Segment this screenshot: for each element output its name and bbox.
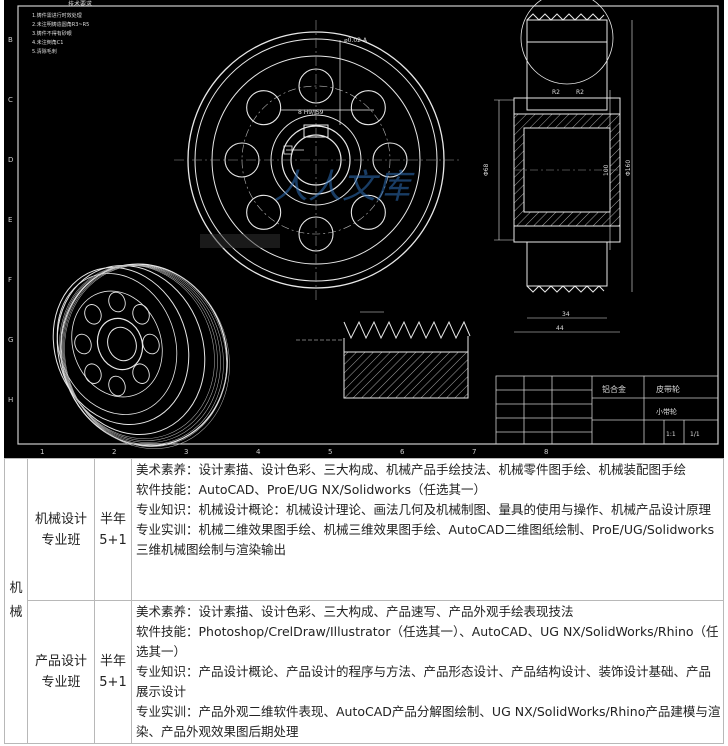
r-label-2: R2 [576, 89, 584, 96]
desc-software: 软件技能：AutoCAD、ProE/UG NX/Solidworks（任选其一） [136, 482, 487, 497]
frame-number: 5 [328, 448, 332, 456]
width-top-label: 34 [562, 311, 570, 318]
watermark-bar [200, 234, 280, 248]
frame-letter: C [8, 96, 13, 104]
frame-letter: E [8, 216, 12, 224]
category-char-1: 机 [9, 581, 23, 596]
course-row-mechanical: 机 械 机械设计 专业班 半年 5+1 美术素养：设计素描、设计色彩、三大构成、… [4, 458, 724, 744]
frame-number: 2 [112, 448, 116, 456]
frame-letters: B C D E F G H [8, 36, 13, 404]
frame-number: 1 [40, 448, 44, 456]
class-name-cell: 机械设计 专业班 [27, 458, 95, 601]
diameter-left-label: Φ68 [483, 163, 490, 176]
title-drawing-no: 小带轮 [656, 407, 677, 416]
course-row-product: 产品设计 专业班 半年 5+1 美术素养：设计素描、设计色彩、三大构成、产品速写… [5, 600, 724, 744]
category-char-2: 械 [9, 605, 23, 620]
desc-knowledge: 专业知识：产品设计概论、产品设计的程序与方法、产品形态设计、产品结构设计、装饰设… [136, 664, 712, 699]
pulley-section-view [494, 0, 633, 333]
class-name-line-2: 专业班 [41, 532, 81, 548]
groove-detail-view [296, 311, 471, 399]
course-description-cell: 美术素养：设计素描、设计色彩、三大构成、产品速写、产品外观手绘表现技法 软件技能… [131, 600, 724, 744]
duration-line-2: 5+1 [99, 675, 127, 690]
duration-line-1: 半年 [99, 654, 126, 669]
class-name-cell: 产品设计 专业班 [27, 600, 95, 744]
tech-note-2: 2.未注明铸造圆角R3~R5 [32, 21, 89, 28]
course-table: 机 械 机械设计 专业班 半年 5+1 美术素养：设计素描、设计色彩、三大构成、… [4, 458, 724, 744]
class-name-line-1: 产品设计 [34, 654, 87, 669]
category-cell: 机 械 [4, 458, 28, 744]
frame-number: 8 [544, 448, 548, 456]
tech-note-4: 4.未注倒角C1 [32, 39, 63, 46]
tech-note-5: 5.清除毛刺 [32, 48, 57, 55]
pulley-isometric-view [52, 263, 230, 449]
duration-cell: 半年 5+1 [94, 458, 132, 601]
tolerance-label: ⌀0.02 A [344, 37, 368, 44]
key-size-label: 8 H9/JS9 [298, 109, 324, 116]
duration-cell: 半年 5+1 [94, 600, 132, 744]
pulley-front-view [174, 20, 459, 300]
frame-number: 7 [472, 448, 476, 456]
title-material: 铝合金 [602, 384, 626, 394]
frame-number: 3 [184, 448, 188, 456]
frame-letter: F [8, 276, 12, 284]
frame-number: 6 [400, 448, 405, 456]
frame-letter: H [8, 396, 13, 404]
duration-line-2: 5+1 [99, 532, 127, 548]
frame-letter: B [8, 36, 13, 44]
diameter-right-label: Φ160 [625, 160, 632, 176]
tech-note-3: 3.铸件不得有砂眼 [32, 30, 72, 37]
watermark: 人人文库 [274, 167, 415, 207]
tech-notes: 技术要求 1.铸件需进行时效处理 2.未注明铸造圆角R3~R5 3.铸件不得有砂… [32, 0, 92, 55]
title-block [495, 375, 719, 445]
frame-letter: D [8, 156, 13, 164]
diameter-mid-label: 100 [603, 164, 610, 176]
title-part-name: 皮带轮 [656, 384, 680, 394]
tech-note-1: 1.铸件需进行时效处理 [32, 12, 82, 19]
title-scale: 1:1 [666, 431, 676, 438]
desc-software: 软件技能：Photoshop/CrelDraw/Illustrator（任选其一… [136, 624, 719, 659]
desc-practice: 专业实训：产品外观二维软件表现、AutoCAD产品分解图绘制、UG NX/Sol… [136, 704, 721, 739]
tech-notes-title: 技术要求 [68, 0, 92, 8]
desc-art: 美术素养：设计素描、设计色彩、三大构成、机械产品手绘技法、机械零件图手绘、机械装… [136, 462, 687, 477]
desc-knowledge: 专业知识：机械设计概论：机械设计理论、画法几何及机械制图、量具的使用与操作、机械… [136, 502, 712, 517]
title-sheet: 1/1 [690, 431, 700, 438]
class-name-line-2: 专业班 [41, 675, 81, 690]
desc-art: 美术素养：设计素描、设计色彩、三大构成、产品速写、产品外观手绘表现技法 [136, 604, 574, 619]
width-bottom-label: 44 [556, 325, 564, 332]
r-label-1: R2 [552, 89, 560, 96]
frame-numbers: 1 2 3 4 5 6 7 8 [40, 448, 548, 456]
frame-letter: G [8, 336, 13, 344]
desc-practice: 专业实训：机械二维效果图手绘、机械三维效果图手绘、AutoCAD二维图纸绘制、P… [136, 522, 715, 557]
frame-number: 4 [256, 448, 261, 456]
duration-line-1: 半年 [99, 511, 126, 527]
class-name-line-1: 机械设计 [34, 511, 87, 527]
course-description-cell: 美术素养：设计素描、设计色彩、三大构成、机械产品手绘技法、机械零件图手绘、机械装… [131, 458, 724, 601]
